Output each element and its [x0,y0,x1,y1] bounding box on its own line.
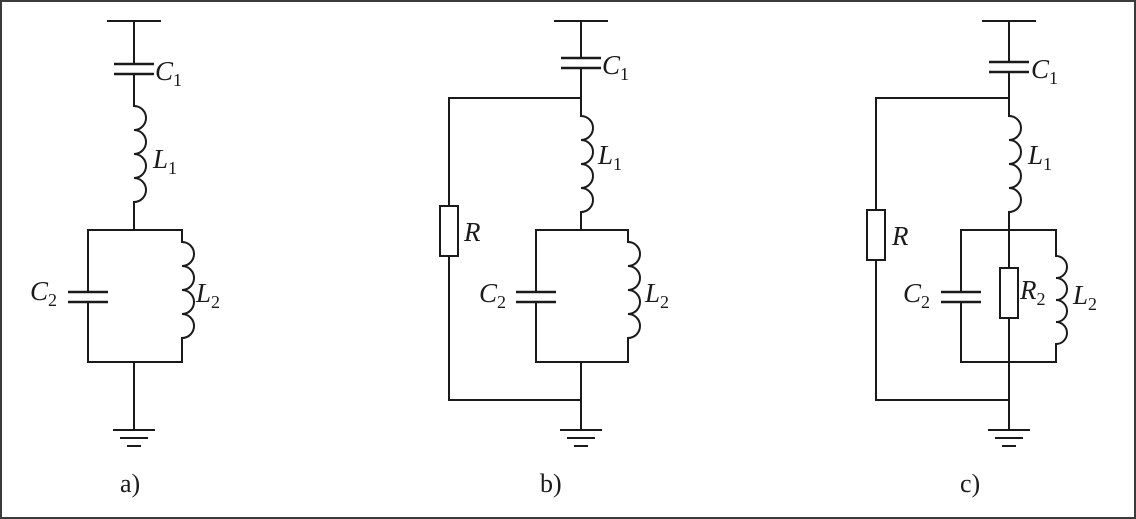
circuit-c-l1-coil [1008,115,1022,213]
circuit-b-l2-coil [627,241,641,339]
circuit-c-r-label: R [891,221,909,251]
circuit-c-l1-label: L1 [1027,140,1052,174]
circuit-a-l2-coil [181,241,195,339]
circuit-c-l2-coil [1055,255,1068,345]
circuit-a-caption: a) [120,469,140,498]
circuit-a-l1-label: L1 [152,144,177,178]
circuit-b-l1-coil [580,115,594,213]
circuit-a-l1-coil [133,105,147,203]
circuit-c-l2-label: L2 [1072,280,1097,314]
circuit-b: C1 L1 R C2 L2 b) [439,20,669,498]
circuit-b-r-label: R [463,217,481,247]
circuit-b-c1-label: C1 [602,50,629,84]
circuit-a-c2-label: C2 [30,276,57,310]
circuit-c-r2-label: R2 [1019,275,1046,309]
circuit-c-caption: c) [960,469,980,498]
circuit-b-l1-label: L1 [597,140,622,174]
circuit-b-caption: b) [540,469,562,498]
circuit-a: C1 L1 C2 L2 a) [30,20,220,498]
circuit-b-c2-label: C2 [479,278,506,312]
circuit-b-r-resistor [439,205,459,257]
circuit-b-l2-label: L2 [644,278,669,312]
circuit-c-r2-resistor [999,267,1019,319]
circuit-c-c2-label: C2 [903,278,930,312]
circuit-a-c1-label: C1 [155,56,182,90]
circuit-c-r-resistor [866,209,886,261]
circuit-c: C1 L1 R C2 R2 L2 c) [866,20,1097,498]
circuit-a-l2-label: L2 [195,278,220,312]
circuit-c-c1-label: C1 [1031,54,1058,88]
